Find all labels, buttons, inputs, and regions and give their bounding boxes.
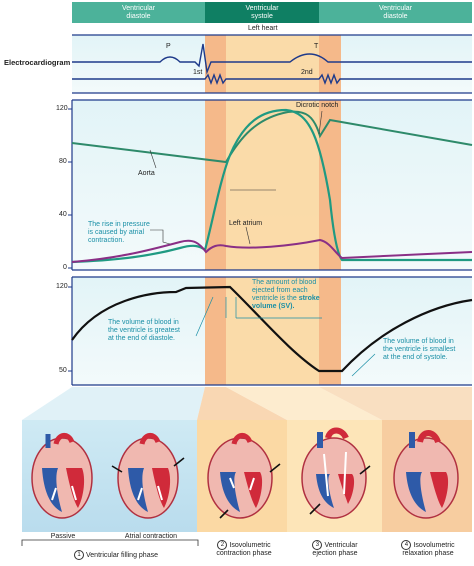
- pressure-pointers: [149, 110, 323, 245]
- heart-isovolumetric-relaxation: [393, 430, 459, 519]
- volume-pointers: [195, 296, 376, 377]
- header-systole-label: Ventricular systole: [245, 4, 279, 20]
- header-diastole-right-label: Ventricular diastole: [378, 4, 413, 20]
- ecg-trace: [72, 43, 472, 75]
- heart-sound-trace: [72, 73, 472, 85]
- heart-isovolumetric-contraction: [207, 433, 281, 519]
- pressure-tick-0: 0: [63, 264, 67, 271]
- pressure-tick-80: 80: [59, 158, 67, 165]
- heart-ventricular-ejection: [301, 427, 371, 519]
- left-atrium-label: Left atrium: [229, 220, 263, 227]
- left-ventricle-pressure-line: [71, 108, 472, 264]
- heart-atrial-contraction: [111, 433, 185, 519]
- heart-passive-filling: [31, 433, 93, 519]
- smallest-volume-note: The volume of blood in the ventricle is …: [383, 338, 456, 361]
- systole-bands: [205, 35, 341, 385]
- aorta-label: Aorta: [138, 170, 155, 177]
- caption-passive: Passive: [50, 533, 76, 540]
- header-systole: [205, 2, 319, 23]
- aorta-pressure-line: [71, 110, 473, 164]
- caption-atrial-contraction: Atrial contraction: [124, 533, 178, 540]
- left-atrium-pressure-line: [71, 238, 473, 263]
- ecg-title: Electrocardiogram: [4, 58, 71, 67]
- atrial-contraction-note: The rise in pressure is caused by atrial…: [88, 221, 150, 244]
- ecg-t-label: T: [314, 43, 319, 50]
- dicrotic-notch-label: Dicrotic notch: [296, 102, 339, 109]
- volume-tick-50: 50: [59, 367, 67, 374]
- volume-ticks: [68, 286, 72, 372]
- first-sound-label: 1st: [193, 69, 203, 76]
- greatest-volume-note: The volume of blood in the ventricle is …: [108, 319, 180, 342]
- ecg-p-label: P: [166, 43, 171, 50]
- pressure-ticks: [68, 108, 72, 269]
- phase1-bracket: [21, 539, 199, 546]
- left-heart-label: Left heart: [248, 25, 278, 32]
- pressure-tick-120: 120: [56, 105, 68, 112]
- header-diastole-left-label: Ventricular diastole: [121, 4, 156, 20]
- ventricle-volume-line: [71, 285, 473, 373]
- header-diastole-left: [72, 2, 205, 23]
- second-sound-label: 2nd: [301, 69, 313, 76]
- volume-tick-120: 120: [56, 283, 68, 290]
- stroke-volume-note: The amount of blood ejected from each ve…: [252, 279, 320, 310]
- pressure-tick-40: 40: [59, 211, 67, 218]
- header-diastole-right: [319, 2, 472, 23]
